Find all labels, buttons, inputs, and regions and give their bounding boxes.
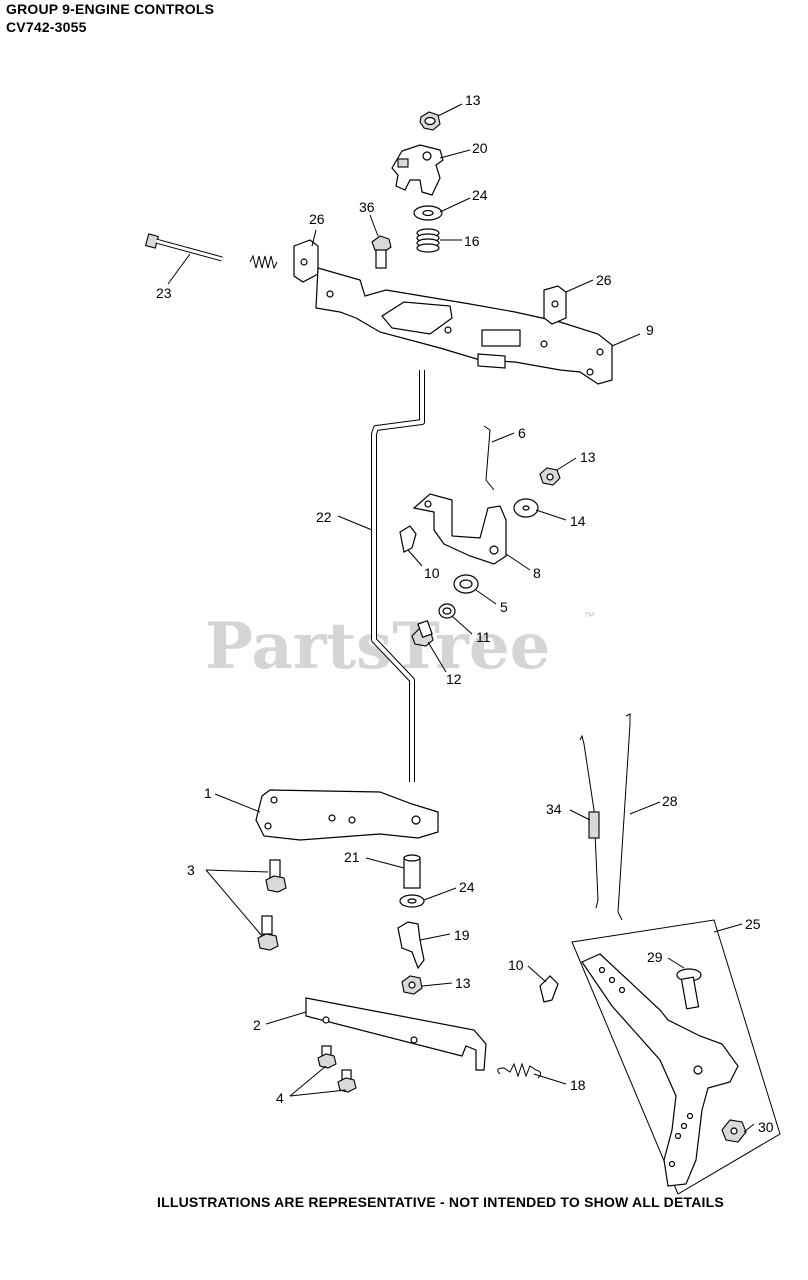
watermark-trademark: ™: [584, 611, 595, 623]
part-2-bar: [305, 997, 487, 1071]
callout-19: 19: [454, 927, 470, 943]
callout-13: 13: [455, 975, 471, 991]
part-8-bracket: [412, 493, 507, 565]
callout-8: 8: [533, 565, 541, 581]
callout-4: 4: [276, 1090, 284, 1106]
callout-14: 14: [570, 513, 586, 529]
callout-9: 9: [646, 322, 654, 338]
callout-29: 29: [647, 949, 663, 965]
callout-11: 11: [476, 629, 491, 645]
callout-34: 34: [546, 801, 562, 817]
part-23-spring: [249, 254, 278, 270]
callout-23: 23: [156, 285, 172, 301]
part-3-bolts: [257, 859, 287, 951]
callout-26: 26: [596, 272, 612, 288]
part-16-spring: [416, 228, 440, 253]
part-22-governor-rod: [371, 370, 425, 782]
part-36-bolt: [371, 235, 392, 269]
callout-36: 36: [359, 199, 375, 215]
callout-3: 3: [187, 862, 195, 878]
part-13-nut-bottom: [401, 975, 423, 995]
callout-28: 28: [662, 793, 678, 809]
callout-20: 20: [472, 140, 488, 156]
leader-lines: [167, 103, 755, 1133]
callout-12: 12: [446, 671, 462, 687]
callout-24: 24: [459, 879, 475, 895]
part-26-clip-right: [543, 285, 567, 325]
part-14-washer: [513, 498, 539, 518]
part-23-pin: [144, 233, 223, 262]
part-34-spring: [579, 734, 600, 909]
part-13-nut-top: [419, 111, 441, 131]
part-1-plate: [255, 789, 439, 841]
part-11-washer: [438, 603, 456, 619]
callout-13: 13: [580, 449, 596, 465]
disclaimer-footer: ILLUSTRATIONS ARE REPRESENTATIVE - NOT I…: [157, 1194, 724, 1210]
part-24-washer-bottom: [399, 894, 425, 908]
model-number: CV742-3055: [6, 19, 87, 35]
part-12-bolt: [411, 619, 434, 647]
part-28-rod: [617, 713, 631, 921]
callout-16: 16: [464, 233, 480, 249]
group-title: GROUP 9-ENGINE CONTROLS: [6, 1, 215, 17]
part-9-control-bracket: [315, 267, 613, 385]
part-21-spacer: [403, 854, 421, 889]
callout-18: 18: [570, 1077, 586, 1093]
callout-10: 10: [424, 565, 440, 581]
part-6-link: [483, 425, 495, 491]
part-10-clip-mid: [399, 525, 417, 553]
callout-24: 24: [472, 187, 488, 203]
callout-5: 5: [500, 599, 508, 615]
callout-26: 26: [309, 211, 325, 227]
callout-1: 1: [204, 785, 212, 801]
part-10-clip-bottom: [539, 975, 559, 1003]
part-13-nut-mid: [539, 467, 561, 486]
part-24-washer-top: [413, 205, 443, 221]
callout-22: 22: [316, 509, 332, 525]
callout-2: 2: [253, 1017, 261, 1033]
part-4-bolts: [317, 1045, 357, 1093]
callout-13: 13: [465, 92, 481, 108]
callout-21: 21: [344, 849, 360, 865]
part-18-spring: [497, 1062, 542, 1079]
part-29-pin: [676, 968, 702, 1010]
part-25-assembly-box: [571, 919, 781, 1195]
callout-25: 25: [745, 916, 761, 932]
callout-10: 10: [508, 957, 524, 973]
callout-30: 30: [758, 1119, 774, 1135]
part-26-clip-left: [293, 239, 319, 283]
part-30-nut: [721, 1119, 747, 1143]
callout-6: 6: [518, 425, 526, 441]
part-20-lever: [391, 144, 444, 196]
part-5-grommet: [453, 574, 479, 594]
part-19-lever: [397, 921, 425, 970]
